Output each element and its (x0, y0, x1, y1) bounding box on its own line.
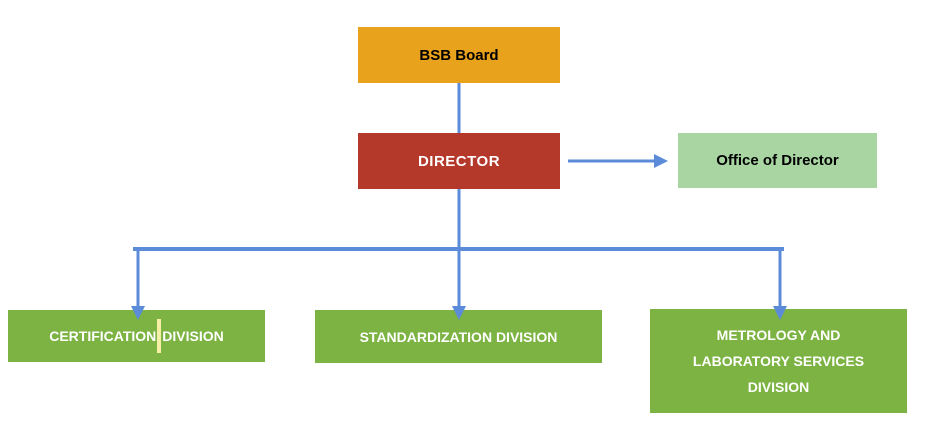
node-standardization-division-label: STANDARDIZATION DIVISION (359, 328, 558, 345)
arrowhead-office (654, 154, 668, 168)
node-certification-division[interactable]: CERTIFICATION DIVISION (8, 310, 265, 362)
node-standardization-division[interactable]: STANDARDIZATION DIVISION (315, 310, 602, 363)
metrology-label-line2: LABORATORY SERVICES (692, 353, 865, 369)
metrology-label-line1: METROLOGY AND (716, 327, 841, 343)
node-bsb-board[interactable]: BSB Board (358, 27, 560, 83)
node-bsb-board-label: BSB Board (419, 46, 499, 64)
node-office-of-director-label: Office of Director (716, 152, 839, 169)
node-office-of-director[interactable]: Office of Director (678, 133, 877, 188)
node-metrology-division[interactable]: METROLOGY AND LABORATORY SERVICES DIVISI… (650, 309, 907, 413)
node-director[interactable]: DIRECTOR (358, 133, 560, 189)
metrology-label-line3: DIVISION (747, 379, 810, 395)
certification-label-word2: DIVISION (162, 328, 224, 344)
node-director-label: DIRECTOR (417, 152, 501, 170)
text-cursor-caret (157, 319, 162, 353)
certification-label-word1: CERTIFICATION (49, 328, 157, 344)
